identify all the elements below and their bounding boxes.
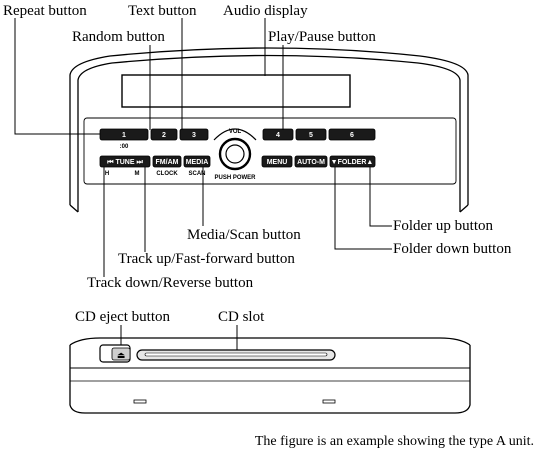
tune-m-label: M (135, 171, 140, 177)
callout-folder-down-button: Folder down button (393, 241, 512, 257)
preset-button-3[interactable]: 3 (179, 128, 209, 141)
callout-folder-up-button: Folder up button (393, 218, 493, 234)
eject-icon: ⏏ (117, 351, 126, 361)
media-label: MEDIA (186, 159, 209, 166)
auto-m-button[interactable]: AUTO-M (294, 155, 328, 168)
folder-button[interactable]: ▼FOLDER▲ (329, 155, 376, 168)
preset-1-label: 1 (122, 132, 126, 139)
audio-unit-faceplate (69, 47, 469, 213)
vol-label: VOL (229, 129, 242, 135)
preset-1-sub-label: :00 (120, 144, 129, 150)
preset-button-1[interactable]: 1 (99, 128, 149, 141)
preset-button-4[interactable]: 4 (262, 128, 294, 141)
volume-knob[interactable] (213, 128, 257, 171)
fm-am-button[interactable]: FM/AM (152, 155, 182, 168)
callout-track-down-button: Track down/Reverse button (87, 275, 254, 291)
callout-media-scan-button: Media/Scan button (187, 227, 301, 243)
callout-text-button: Text button (128, 3, 197, 19)
callout-track-up-button: Track up/Fast-forward button (118, 251, 295, 267)
preset-6-label: 6 (350, 132, 354, 139)
tune-button[interactable]: ⏮ TUNE ⏭ (99, 155, 151, 168)
preset-3-label: 3 (192, 132, 196, 139)
menu-label: MENU (267, 159, 288, 166)
callout-play-pause-button: Play/Pause button (268, 29, 376, 45)
cd-unit (69, 337, 471, 414)
callout-random-button: Random button (72, 29, 165, 45)
leader-lines (14, 18, 392, 354)
cd-slot (136, 349, 336, 361)
preset-button-2[interactable]: 2 (150, 128, 178, 141)
callout-cd-slot: CD slot (218, 309, 265, 325)
audio-display (121, 74, 351, 108)
auto-m-label: AUTO-M (297, 159, 325, 166)
scan-label: SCAN (188, 171, 205, 177)
callout-repeat-button: Repeat button (3, 3, 87, 19)
figure-caption: The figure is an example showing the typ… (255, 434, 534, 449)
clock-label: CLOCK (156, 171, 178, 177)
preset-button-6[interactable]: 6 (328, 128, 376, 141)
callout-audio-display: Audio display (223, 3, 308, 19)
tune-label: ⏮ TUNE ⏭ (107, 159, 143, 166)
media-button[interactable]: MEDIA (183, 155, 211, 168)
callout-cd-eject-button: CD eject button (75, 309, 170, 325)
preset-4-label: 4 (276, 132, 280, 139)
preset-5-label: 5 (309, 132, 313, 139)
fm-am-label: FM/AM (156, 159, 179, 166)
menu-button[interactable]: MENU (261, 155, 293, 168)
preset-2-label: 2 (162, 132, 166, 139)
preset-button-5[interactable]: 5 (295, 128, 327, 141)
folder-label: ▼FOLDER▲ (331, 159, 374, 166)
cd-eject-button[interactable]: ⏏ (99, 344, 131, 363)
tune-h-label: H (105, 171, 109, 177)
push-power-label: PUSH POWER (214, 175, 256, 181)
